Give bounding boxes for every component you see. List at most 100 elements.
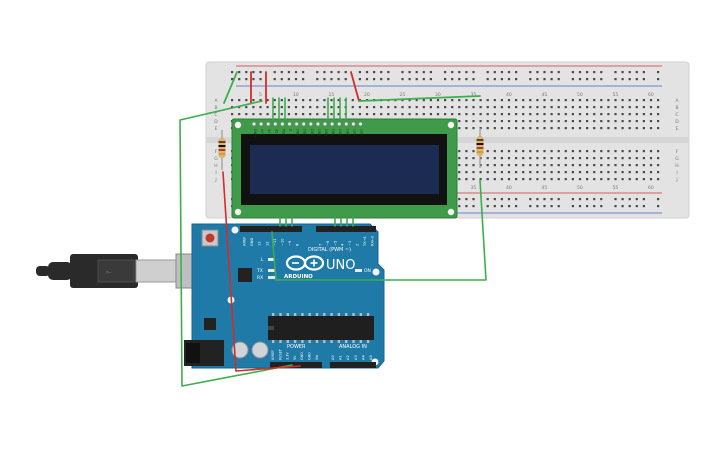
breadboard-hole[interactable] xyxy=(600,113,603,116)
breadboard-hole[interactable] xyxy=(628,157,631,160)
breadboard-hole[interactable] xyxy=(401,113,404,116)
breadboard-hole[interactable] xyxy=(259,99,262,102)
breadboard-hole[interactable] xyxy=(479,113,482,116)
breadboard-hole[interactable] xyxy=(287,71,290,74)
breadboard-hole[interactable] xyxy=(486,150,489,153)
breadboard-hole[interactable] xyxy=(607,150,610,153)
breadboard-hole[interactable] xyxy=(550,106,553,109)
breadboard-hole[interactable] xyxy=(578,106,582,109)
breadboard-hole[interactable] xyxy=(657,127,660,130)
breadboard-hole[interactable] xyxy=(422,71,425,74)
breadboard-hole[interactable] xyxy=(657,171,660,174)
breadboard-hole[interactable] xyxy=(493,178,496,181)
breadboard-hole[interactable] xyxy=(465,99,468,102)
breadboard-hole[interactable] xyxy=(586,171,589,174)
breadboard-hole[interactable] xyxy=(635,127,638,130)
breadboard-hole[interactable] xyxy=(614,157,617,160)
lcd-pin[interactable] xyxy=(330,121,335,127)
breadboard-hole[interactable] xyxy=(458,127,461,130)
breadboard-hole[interactable] xyxy=(529,78,532,81)
breadboard-hole[interactable] xyxy=(564,113,567,116)
breadboard-hole[interactable] xyxy=(586,205,589,208)
breadboard-hole[interactable] xyxy=(607,157,610,160)
breadboard-hole[interactable] xyxy=(493,127,496,130)
breadboard-hole[interactable] xyxy=(635,120,638,123)
breadboard-hole[interactable] xyxy=(401,78,404,81)
breadboard-hole[interactable] xyxy=(500,113,503,116)
breadboard-hole[interactable] xyxy=(408,106,411,109)
breadboard-hole[interactable] xyxy=(593,120,596,123)
breadboard-hole[interactable] xyxy=(607,99,610,102)
breadboard-hole[interactable] xyxy=(458,157,461,160)
breadboard-hole[interactable] xyxy=(479,106,482,109)
breadboard-hole[interactable] xyxy=(593,205,596,208)
breadboard-hole[interactable] xyxy=(621,113,624,116)
breadboard-hole[interactable] xyxy=(415,113,418,116)
breadboard-hole[interactable] xyxy=(607,106,610,109)
breadboard-hole[interactable] xyxy=(415,78,418,81)
breadboard-hole[interactable] xyxy=(337,71,340,74)
breadboard-hole[interactable] xyxy=(522,99,525,102)
breadboard-hole[interactable] xyxy=(365,71,369,74)
breadboard-hole[interactable] xyxy=(550,157,553,160)
breadboard-hole[interactable] xyxy=(351,113,354,116)
breadboard-hole[interactable] xyxy=(444,113,447,116)
breadboard-hole[interactable] xyxy=(578,127,582,130)
breadboard-hole[interactable] xyxy=(465,150,468,153)
breadboard-hole[interactable] xyxy=(493,198,496,201)
breadboard-hole[interactable] xyxy=(500,127,503,130)
lcd-pin[interactable] xyxy=(280,121,285,127)
breadboard-hole[interactable] xyxy=(586,71,589,74)
breadboard-hole[interactable] xyxy=(642,205,645,208)
breadboard-hole[interactable] xyxy=(593,198,596,201)
breadboard-hole[interactable] xyxy=(536,120,539,123)
breadboard-hole[interactable] xyxy=(593,106,596,109)
breadboard-hole[interactable] xyxy=(586,99,589,102)
breadboard-hole[interactable] xyxy=(408,99,411,102)
breadboard-hole[interactable] xyxy=(600,205,603,208)
breadboard-hole[interactable] xyxy=(529,164,532,167)
breadboard-hole[interactable] xyxy=(507,127,511,130)
breadboard-hole[interactable] xyxy=(642,120,645,123)
breadboard-hole[interactable] xyxy=(302,99,305,102)
breadboard-hole[interactable] xyxy=(465,127,468,130)
breadboard-hole[interactable] xyxy=(451,99,454,102)
breadboard-hole[interactable] xyxy=(500,78,503,81)
breadboard-hole[interactable] xyxy=(309,113,312,116)
breadboard-hole[interactable] xyxy=(600,127,603,130)
breadboard-hole[interactable] xyxy=(628,71,631,74)
breadboard-hole[interactable] xyxy=(657,164,660,167)
breadboard-hole[interactable] xyxy=(458,178,461,181)
breadboard-hole[interactable] xyxy=(358,78,361,81)
breadboard-hole[interactable] xyxy=(586,178,589,181)
resistor-right[interactable] xyxy=(476,128,484,168)
breadboard-hole[interactable] xyxy=(578,78,582,81)
breadboard-hole[interactable] xyxy=(486,178,489,181)
breadboard-hole[interactable] xyxy=(330,113,333,116)
breadboard-hole[interactable] xyxy=(628,164,631,167)
breadboard-hole[interactable] xyxy=(614,198,617,201)
breadboard-hole[interactable] xyxy=(472,157,475,160)
breadboard-hole[interactable] xyxy=(642,71,645,74)
breadboard-hole[interactable] xyxy=(571,78,574,81)
breadboard-hole[interactable] xyxy=(486,99,489,102)
breadboard-hole[interactable] xyxy=(465,113,468,116)
lcd-pin[interactable] xyxy=(251,121,257,127)
breadboard-hole[interactable] xyxy=(515,127,518,130)
breadboard-hole[interactable] xyxy=(564,120,567,123)
breadboard-hole[interactable] xyxy=(458,205,461,208)
breadboard-hole[interactable] xyxy=(351,99,354,102)
breadboard-hole[interactable] xyxy=(515,71,518,74)
breadboard-hole[interactable] xyxy=(294,113,298,116)
lcd-pin[interactable] xyxy=(294,121,299,127)
breadboard-hole[interactable] xyxy=(472,78,475,81)
breadboard-hole[interactable] xyxy=(543,106,546,109)
breadboard-hole[interactable] xyxy=(394,106,397,109)
breadboard-hole[interactable] xyxy=(252,106,255,109)
breadboard-hole[interactable] xyxy=(557,178,560,181)
breadboard-hole[interactable] xyxy=(337,113,340,116)
breadboard-hole[interactable] xyxy=(387,113,390,116)
breadboard-hole[interactable] xyxy=(657,205,660,208)
breadboard-hole[interactable] xyxy=(451,78,454,81)
breadboard-hole[interactable] xyxy=(507,78,511,81)
